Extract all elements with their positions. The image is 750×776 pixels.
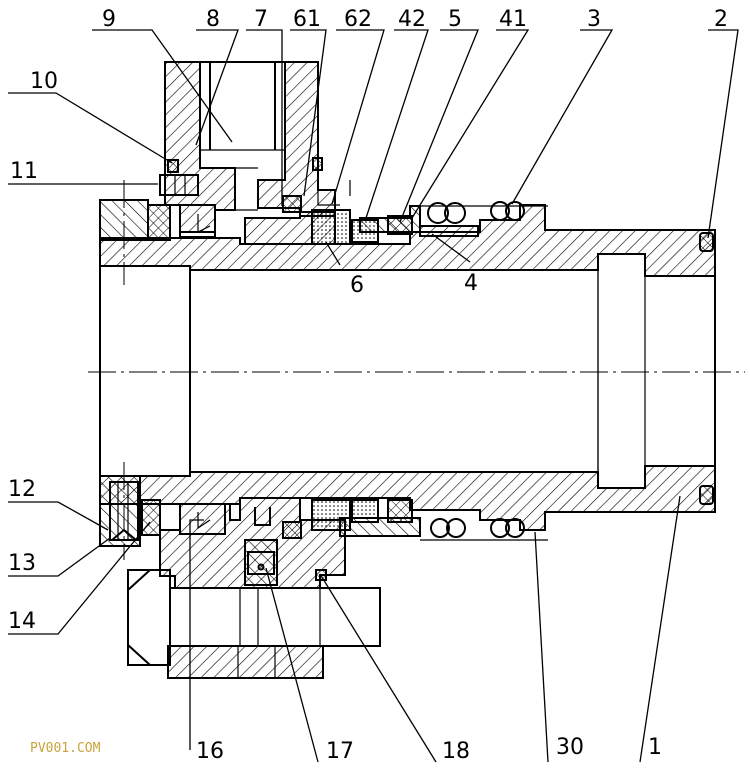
label-9: 9	[102, 7, 116, 32]
label-30: 30	[556, 735, 584, 760]
label-1: 1	[648, 735, 662, 760]
shaft-sleeve	[99, 204, 716, 531]
gland-top	[164, 61, 336, 233]
label-7: 7	[254, 7, 268, 32]
watermark: PV001.COM	[30, 741, 101, 756]
gland-bottom	[159, 497, 346, 589]
clamp-bolt	[127, 569, 381, 679]
label-8: 8	[206, 7, 220, 32]
label-16: 16	[196, 739, 224, 764]
label-3: 3	[587, 7, 601, 32]
label-11: 11	[10, 159, 38, 184]
label-14: 14	[8, 609, 36, 634]
label-10: 10	[30, 69, 58, 94]
label-12: 12	[8, 477, 36, 502]
seal-rings-bottom	[311, 499, 421, 537]
label-18: 18	[442, 739, 470, 764]
spring-top	[419, 201, 548, 237]
packing-ring-top	[99, 199, 216, 241]
seal-rings-top	[244, 180, 421, 245]
label-41: 41	[499, 7, 527, 32]
label-2: 2	[714, 7, 728, 32]
leader-lines	[8, 29, 739, 763]
label-13: 13	[8, 551, 36, 576]
label-17: 17	[326, 739, 354, 764]
label-6: 6	[350, 273, 364, 298]
label-4: 4	[464, 271, 478, 296]
label-62: 62	[344, 7, 372, 32]
label-42: 42	[398, 7, 426, 32]
set-screw	[159, 159, 199, 196]
label-5: 5	[448, 7, 462, 32]
part-labels: 9 8 7 61 62 42 5 41 3 2 10 11 6 4 12 13 …	[8, 7, 728, 764]
spring-bottom	[420, 518, 548, 541]
label-61: 61	[293, 7, 321, 32]
